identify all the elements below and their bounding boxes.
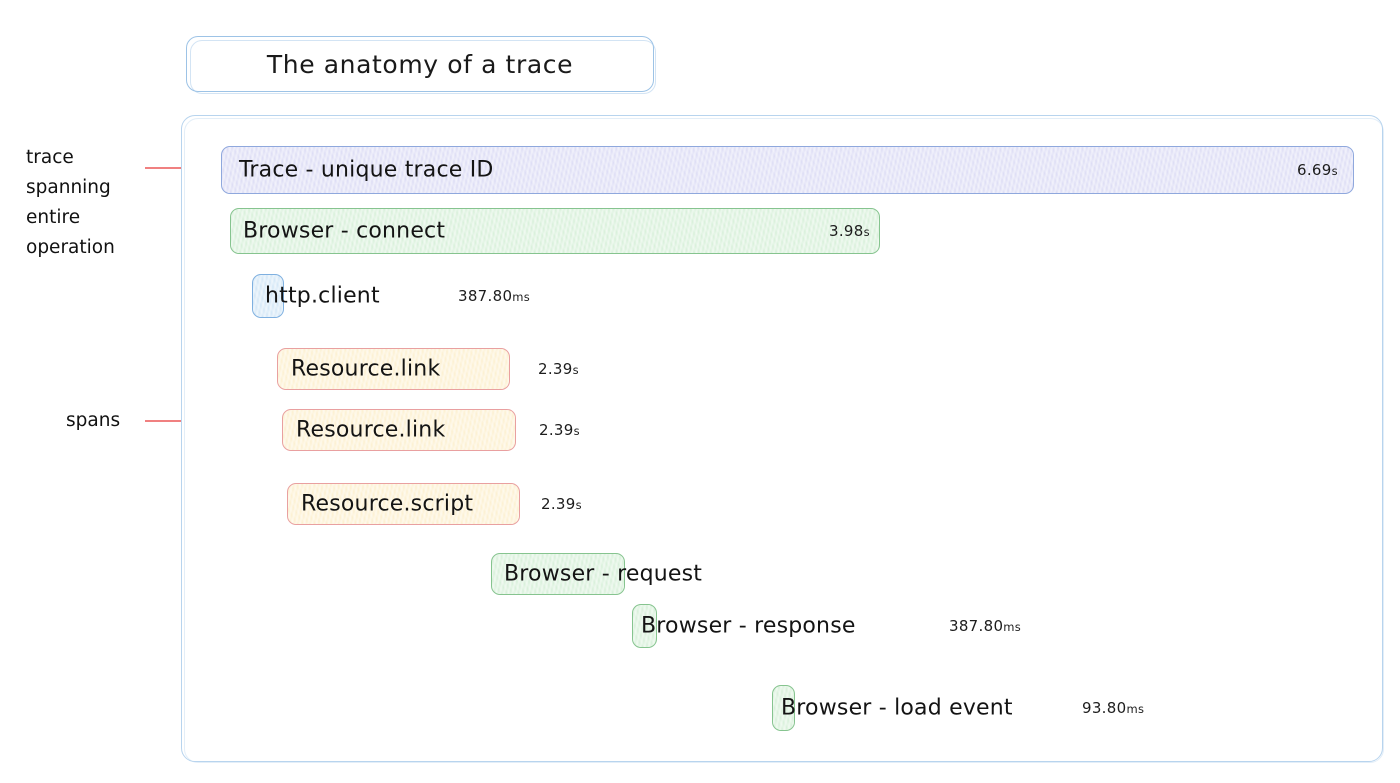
span-duration-unit-res1: s [572,363,579,377]
span-bar-request[interactable] [491,553,625,595]
span-label-request: Browser - request [504,561,703,587]
span-duration-unit-http: ms [512,290,531,304]
span-bar-http[interactable] [252,274,284,318]
span-duration-response: 387.80ms [949,617,1022,635]
trace-row-connect[interactable]: Browser - connect 3.98s [0,208,1400,254]
trace-row-http[interactable]: http.client 387.80ms [0,274,1400,318]
leader-line-spans-horizontal [145,420,213,422]
leader-line-trace-horizontal [145,167,201,169]
span-duration-connect: 3.98s [829,222,870,240]
span-bar-response[interactable] [632,604,657,648]
diagram-title-box: The anatomy of a trace [186,36,656,94]
span-label-res3: Resource.script [301,491,474,517]
span-label-trace: Trace - unique trace ID [239,157,494,183]
span-duration-unit-connect: s [863,225,870,239]
span-duration-load: 93.80ms [1082,699,1145,717]
span-label-res1: Resource.link [291,356,441,382]
trace-row-load[interactable]: Browser - load event 93.80ms [0,685,1400,731]
span-duration-unit-res2: s [573,424,580,438]
span-label-connect: Browser - connect [243,218,446,244]
span-label-response: Browser - response [641,613,856,639]
span-duration-res3: 2.39s [541,495,582,513]
annotation-spans: spans [66,410,121,431]
annotation-trace: trace spanning entire operation [26,147,115,258]
span-bar-trace[interactable] [221,146,1354,194]
trace-row-res1[interactable]: Resource.link 2.39s [0,348,1400,390]
span-label-res2: Resource.link [296,417,446,443]
span-duration-unit-response: ms [1003,620,1022,634]
trace-row-res3[interactable]: Resource.script 2.39s [0,483,1400,525]
span-bar-load[interactable] [772,685,795,731]
span-bar-res3[interactable] [287,483,520,525]
span-duration-unit-res3: s [575,498,582,512]
trace-row-request[interactable]: Browser - request [0,553,1400,595]
span-duration-res1: 2.39s [538,360,579,378]
trace-row-trace[interactable]: Trace - unique trace ID 6.69s [0,146,1400,194]
trace-row-response[interactable]: Browser - response 387.80ms [0,604,1400,648]
span-bar-res1[interactable] [277,348,510,390]
span-label-http: http.client [265,283,380,309]
trace-row-res2[interactable]: Resource.link 2.39s [0,409,1400,451]
span-duration-unit-load: ms [1126,702,1145,716]
span-duration-res2: 2.39s [539,421,580,439]
span-bar-connect[interactable] [230,208,880,254]
span-label-load: Browser - load event [781,695,1013,721]
span-bar-res2[interactable] [282,409,516,451]
span-duration-unit-trace: s [1331,164,1338,178]
span-duration-http: 387.80ms [458,287,531,305]
page-title: The anatomy of a trace [266,49,574,79]
span-duration-trace: 6.69s [1297,161,1338,179]
